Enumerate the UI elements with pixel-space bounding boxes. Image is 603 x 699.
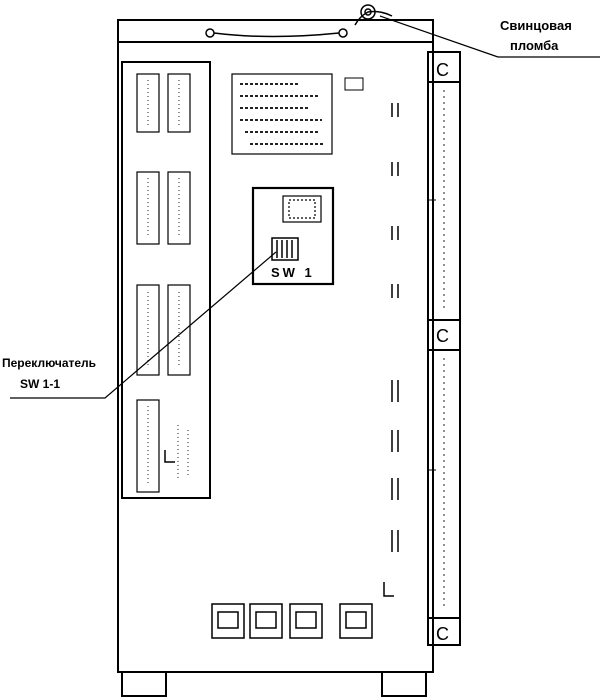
cabinet-body: [117, 41, 434, 673]
sw1-upper-component: [282, 195, 322, 223]
small-bracket: [164, 450, 175, 463]
module-texture: [147, 80, 189, 486]
seal-leader-line: [379, 15, 499, 58]
sw1-box: [251, 186, 335, 286]
right-rail: [427, 51, 461, 646]
rail-mark-top: C: [436, 60, 449, 80]
top-screws: [205, 28, 348, 38]
network-ports: [211, 603, 373, 639]
module-slots: [136, 73, 191, 493]
left-foot: [121, 671, 167, 697]
rail-tick-marks: [428, 199, 436, 471]
rail-mark-bottom: C: [436, 624, 449, 644]
switch-callout-line2: SW 1-1: [20, 377, 60, 391]
switch-callout-line1: Переключатель: [2, 356, 96, 370]
terminal-markings: [391, 103, 399, 552]
lead-seal: [354, 4, 393, 26]
sw1-label: SW 1: [271, 265, 315, 280]
right-foot: [381, 671, 427, 697]
label-plate: [231, 73, 333, 155]
plate-small-box: [344, 77, 364, 91]
sw1-dip-switch: [271, 237, 299, 261]
module-frame: [121, 61, 211, 499]
label-plate-text-lines: [240, 83, 325, 145]
switch-leader-line: [10, 251, 277, 399]
bottom-bracket: [383, 582, 394, 597]
rail-mark-middle: C: [436, 326, 449, 346]
seal-callout-line1: Свинцовая: [500, 18, 572, 33]
top-strip: [117, 19, 434, 43]
seal-callout-line2: пломба: [510, 38, 559, 53]
